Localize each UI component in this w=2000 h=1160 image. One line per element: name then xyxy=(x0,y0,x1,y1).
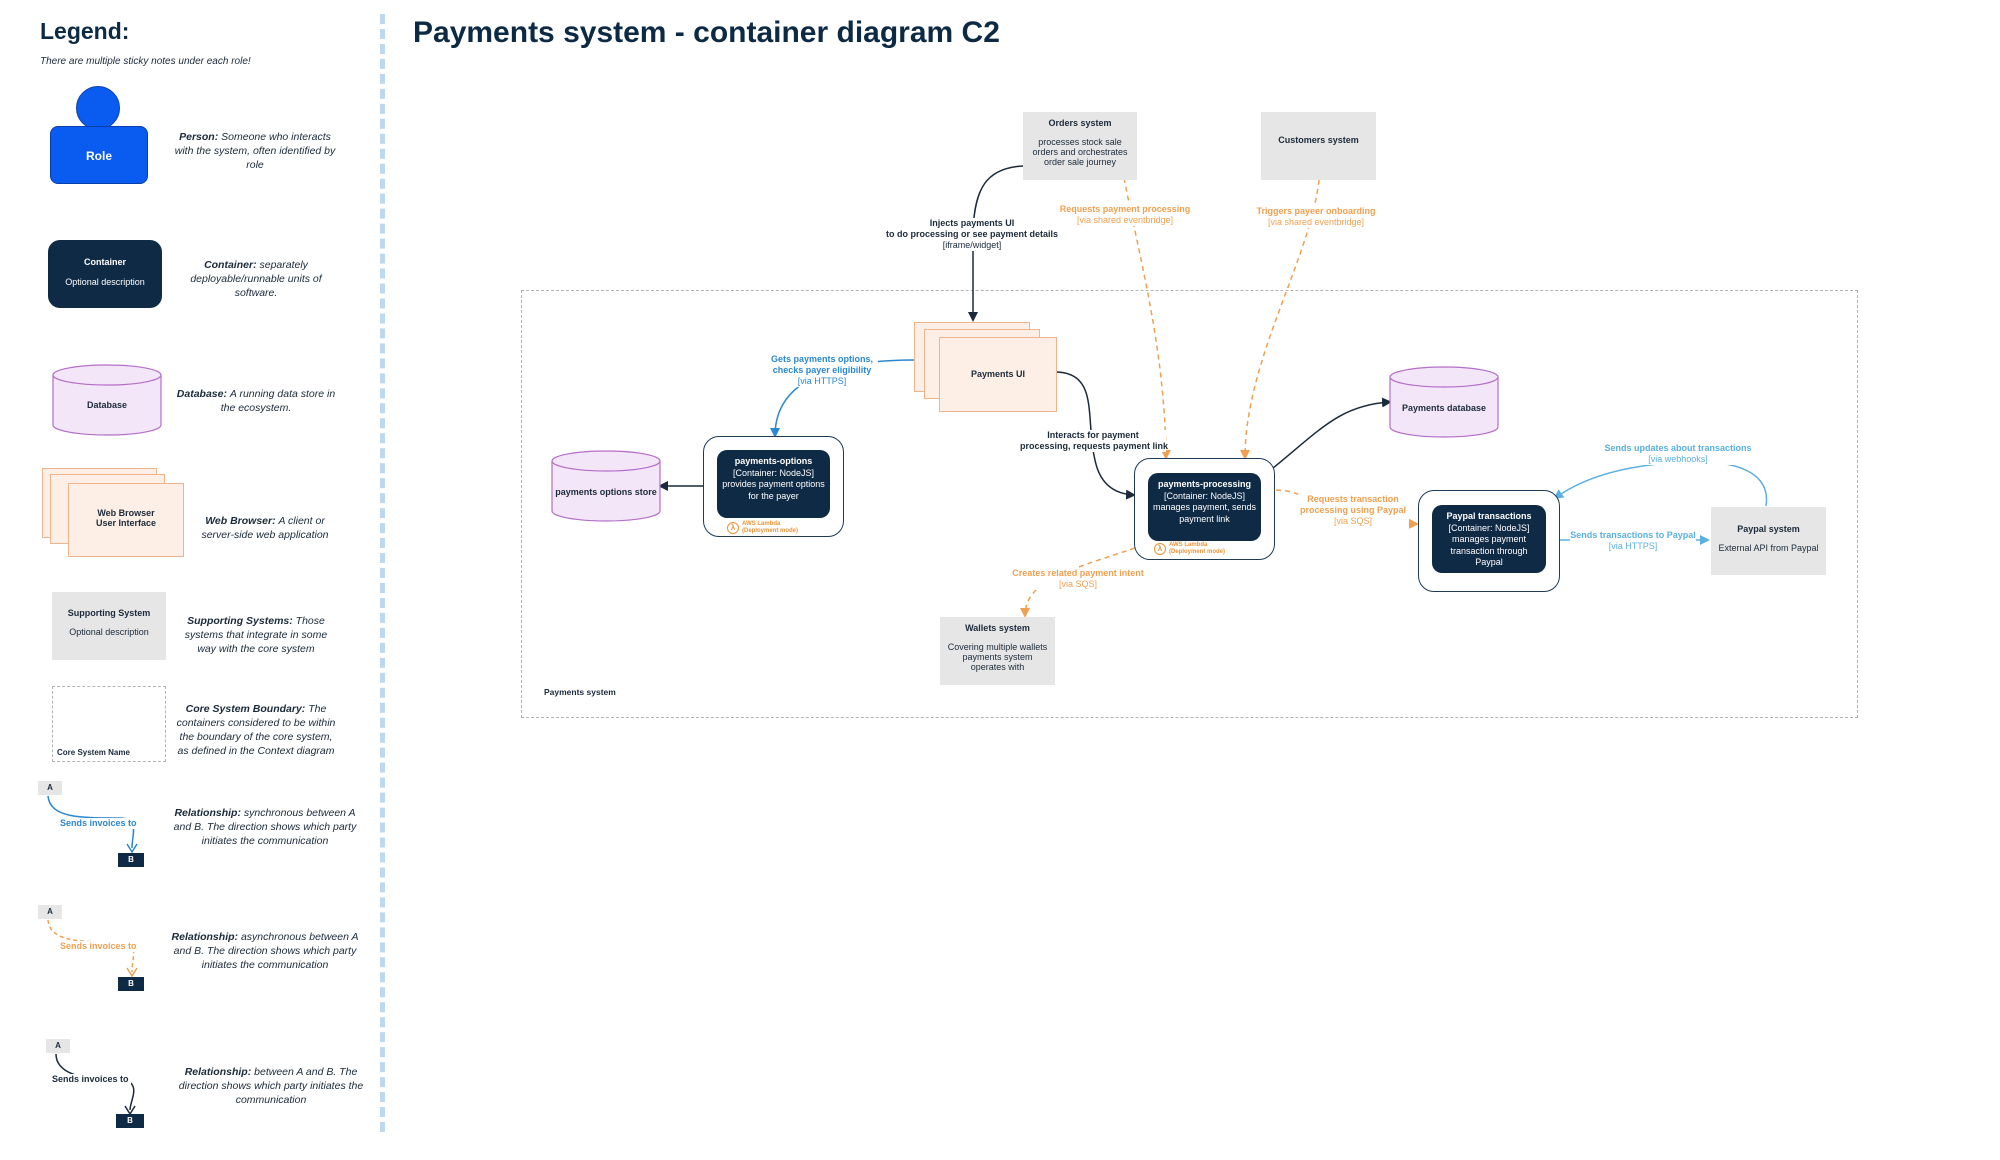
paypal-transactions-container: Paypal transactions [Container: NodeJS] … xyxy=(1418,490,1560,592)
payments-ui: Payments UI xyxy=(914,322,1058,414)
page-title: Payments system - container diagram C2 xyxy=(413,16,1000,49)
arrow-processing-db xyxy=(1272,397,1392,469)
person-head xyxy=(76,86,120,130)
legend-rel-sync-b: B xyxy=(118,853,144,867)
legend-database-desc: Database: A running data store in the ec… xyxy=(176,388,336,414)
legend-rel-async-label: Sends invoices to xyxy=(58,941,139,952)
payments-system-boundary: Payments system xyxy=(521,290,1858,718)
payments-processing-container: payments-processing [Container: NodeJS] … xyxy=(1134,458,1275,560)
legend-container-shape: Container Optional description xyxy=(48,240,162,308)
payments-options-store-label: payments options store xyxy=(555,487,657,497)
legend-title: Legend: xyxy=(40,18,130,44)
person-body: Role xyxy=(50,126,148,184)
rel-label-interacts: Interacts for payment processing, reques… xyxy=(1020,430,1169,452)
paypal-system: Paypal system External API from Paypal xyxy=(1711,507,1826,575)
payments-options-inner: payments-options [Container: NodeJS] pro… xyxy=(717,450,830,518)
aws-lambda-icon: λ xyxy=(727,522,739,534)
wallets-system: Wallets system Covering multiple wallets… xyxy=(940,617,1055,685)
legend-supporting-shape: Supporting System Optional description xyxy=(52,592,166,660)
rel-label-triggers-onboarding: Triggers payeer onboarding [via shared e… xyxy=(1250,206,1382,228)
payments-options-store-shape xyxy=(551,450,661,522)
legend-web-browser-desc: Web Browser: A client or server-side web… xyxy=(201,515,329,541)
legend-database-label: Database xyxy=(86,400,128,410)
legend-rel-generic-a: A xyxy=(46,1039,70,1053)
legend-person-shape: Role xyxy=(50,86,148,186)
payments-options-container: payments-options [Container: NodeJS] pro… xyxy=(703,436,844,537)
rel-label-sends-transactions: Sends transactions to Paypal [via HTTPS] xyxy=(1570,530,1696,552)
legend-rel-generic-desc: Relationship: between A and B. The direc… xyxy=(178,1066,364,1106)
payments-processing-inner: payments-processing [Container: NodeJS] … xyxy=(1148,473,1261,541)
legend-rel-generic-b: B xyxy=(116,1114,144,1128)
legend-rel-sync-desc: Relationship: synchronous between A and … xyxy=(173,807,357,847)
legend-container-desc: Container: separately deployable/runnabl… xyxy=(190,259,322,299)
legend-divider xyxy=(380,14,385,1132)
legend-subtitle: There are multiple sticky notes under ea… xyxy=(40,56,251,67)
rel-label-requests-processing: Requests payment processing [via shared … xyxy=(1055,204,1195,226)
legend-database-shape xyxy=(52,364,162,436)
orders-system: Orders system processes stock sale order… xyxy=(1023,112,1137,180)
legend-boundary-desc: Core System Boundary: The containers con… xyxy=(176,703,336,757)
rel-label-creates-intent: Creates related payment intent [via SQS] xyxy=(1005,568,1151,590)
boundary-label: Payments system xyxy=(544,687,616,697)
legend-rel-async-arrow xyxy=(47,919,138,978)
legend-person-desc: Person: Someone who interacts with the s… xyxy=(174,131,336,171)
paypal-transactions-inner: Paypal transactions [Container: NodeJS] … xyxy=(1432,505,1546,573)
rel-label-gets-options: Gets payments options, checks payer elig… xyxy=(766,354,878,387)
rel-label-sends-updates: Sends updates about transactions [via we… xyxy=(1600,443,1756,465)
payments-database-label: Payments database xyxy=(1401,403,1487,413)
arrow-sends-updates xyxy=(1553,461,1768,507)
payments-database-shape xyxy=(1389,366,1499,438)
legend-web-browser-shape: Web Browser User Interface xyxy=(42,468,186,560)
legend-rel-sync-arrow xyxy=(47,795,138,854)
legend-rel-sync-label: Sends invoices to xyxy=(58,818,139,829)
legend-rel-async-a: A xyxy=(38,905,62,919)
arrow-requests-processing xyxy=(1123,177,1171,460)
customers-system: Customers system xyxy=(1261,112,1376,180)
legend-boundary-shape: Core System Name xyxy=(52,686,166,762)
legend-supporting-desc: Supporting Systems: Those systems that i… xyxy=(184,615,328,655)
legend-rel-sync-a: A xyxy=(38,781,62,795)
legend-rel-async-desc: Relationship: asynchronous between A and… xyxy=(171,931,359,971)
aws-lambda-icon: λ xyxy=(1154,543,1166,555)
rel-label-injects: Injects payments UI to do processing or … xyxy=(882,218,1062,251)
legend-rel-generic-label: Sends invoices to xyxy=(50,1074,131,1085)
rel-label-requests-transaction: Requests transaction processing using Pa… xyxy=(1298,494,1408,527)
arrow-triggers-onboarding xyxy=(1240,179,1320,460)
legend-rel-async-b: B xyxy=(118,977,144,991)
